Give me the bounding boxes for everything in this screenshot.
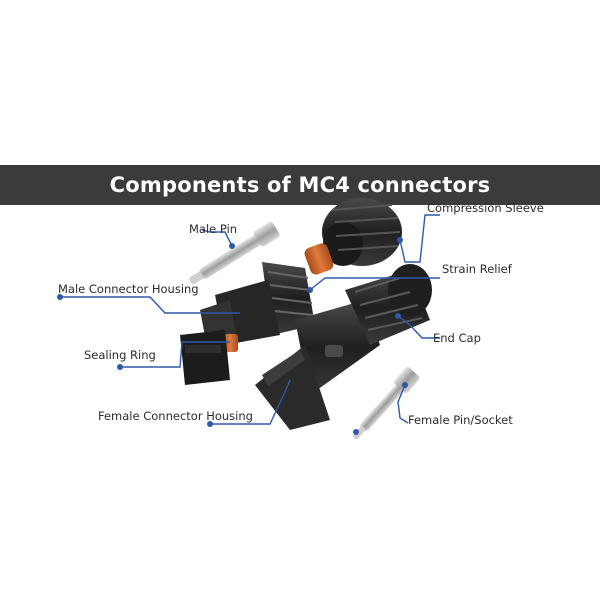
dot-male-housing-start: [57, 294, 63, 300]
dot-compression-sleeve: [397, 237, 403, 243]
compression-sleeve-part: [322, 198, 402, 266]
label-sealing-ring: Sealing Ring: [84, 348, 156, 362]
label-female-pin-socket: Female Pin/Socket: [408, 413, 513, 427]
end-cap-part: [345, 264, 432, 345]
page-title: Components of MC4 connectors: [109, 173, 491, 197]
dot-female-pin-a: [402, 382, 408, 388]
label-end-cap: End Cap: [433, 331, 481, 345]
leader-sealing-ring: [120, 341, 230, 368]
label-male-pin: Male Pin: [189, 222, 238, 236]
dot-female-housing: [207, 421, 213, 427]
leader-male-housing: [60, 296, 240, 314]
strain-relief-seal-part: [304, 243, 334, 275]
male-pin-part: [189, 221, 280, 284]
female-connector-housing-part: [255, 300, 380, 430]
label-male-connector-housing: Male Connector Housing: [58, 282, 199, 296]
leader-female-housing: [210, 379, 291, 425]
label-female-connector-housing: Female Connector Housing: [98, 409, 253, 423]
leader-female-pin: [397, 384, 409, 424]
leader-lines: [60, 214, 440, 425]
dot-sealing-ring: [117, 364, 123, 370]
dot-end-cap: [395, 313, 401, 319]
label-strain-relief: Strain Relief: [442, 262, 512, 276]
label-compression-sleeve: Compression Sleeve: [427, 201, 544, 215]
leader-compression-sleeve: [399, 214, 440, 263]
female-pin-part: [353, 367, 420, 440]
leader-strain-relief: [309, 277, 440, 291]
leader-dots: [57, 237, 408, 435]
leader-end-cap: [397, 315, 440, 339]
dot-strain-relief: [307, 287, 313, 293]
title-banner: Components of MC4 connectors: [0, 165, 600, 205]
dot-female-pin-b: [353, 429, 359, 435]
dot-male-pin: [229, 243, 235, 249]
leader-male-pin: [201, 229, 233, 247]
